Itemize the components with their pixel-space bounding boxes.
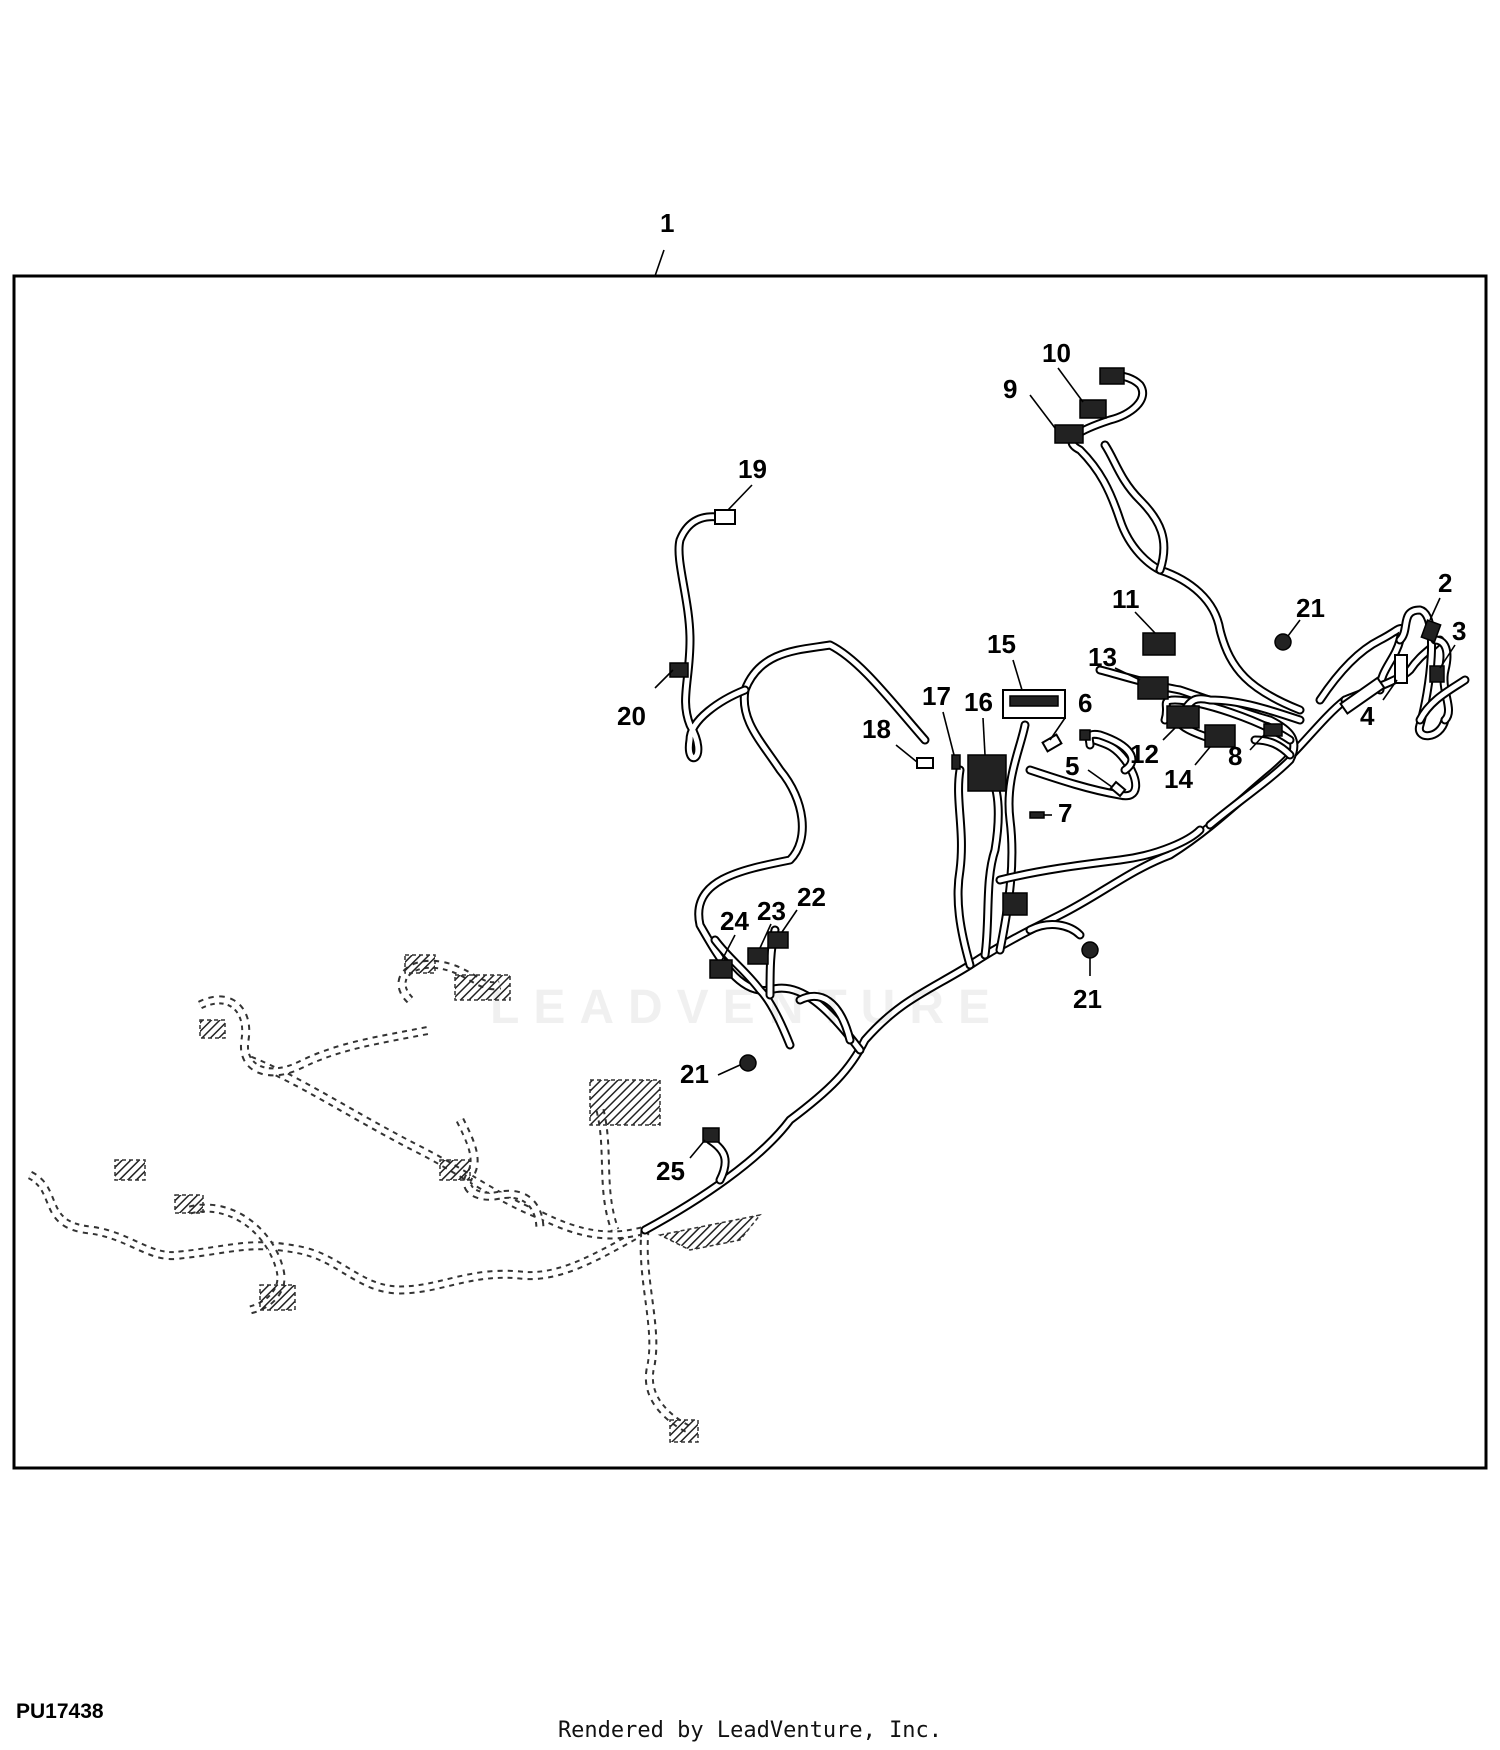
- callout-19: 19: [738, 454, 767, 484]
- connector-19-icon: [714, 509, 736, 525]
- clip-center-icon: [1002, 892, 1028, 916]
- fastener-21-right-icon: [1081, 941, 1099, 959]
- connector-11-icon: [1142, 632, 1176, 656]
- leader-lines: [654, 249, 1456, 1159]
- connector-25-icon: [702, 1127, 720, 1143]
- callout-13: 13: [1088, 642, 1117, 672]
- callout-25: 25: [656, 1156, 685, 1186]
- callout-5: 5: [1065, 751, 1079, 781]
- callout-2: 2: [1438, 568, 1452, 598]
- connector-7-icon: [1029, 811, 1045, 819]
- callout-6: 6: [1078, 688, 1092, 718]
- connector-3-icon: [1429, 665, 1445, 683]
- connector-15-detail: [1009, 695, 1059, 707]
- connector-18-icon: [916, 757, 934, 769]
- callout-8: 8: [1228, 741, 1242, 771]
- callout-14: 14: [1164, 764, 1193, 794]
- render-credit: Rendered by LeadVenture, Inc.: [557, 1718, 943, 1743]
- connector-23-icon: [747, 947, 769, 965]
- connector-10b-icon: [1099, 367, 1125, 385]
- callout-24: 24: [720, 906, 749, 936]
- callout-7: 7: [1058, 798, 1072, 828]
- connector-2-icon: [1420, 619, 1442, 643]
- callout-21-top: 21: [1296, 593, 1325, 623]
- connector-6-icon: [1079, 729, 1091, 741]
- callout-11: 11: [1112, 584, 1140, 614]
- connector-16-icon: [967, 754, 1007, 792]
- callout-22: 22: [797, 882, 826, 912]
- phantom-harness: [27, 954, 762, 1443]
- connector-12-icon: [1166, 705, 1200, 729]
- watermark: LEADVENTURE: [490, 981, 1005, 1034]
- connector-8-icon: [1263, 723, 1283, 737]
- connector-17-icon: [951, 754, 961, 770]
- callout-21-right: 21: [1073, 984, 1102, 1014]
- callout-18: 18: [862, 714, 891, 744]
- fastener-21-left-icon: [739, 1054, 757, 1072]
- callout-15: 15: [987, 629, 1016, 659]
- connector-24-icon: [709, 959, 733, 979]
- connector-9-icon: [1054, 424, 1084, 444]
- assembly-frame: [12, 274, 1488, 1470]
- callout-4: 4: [1360, 701, 1375, 731]
- callout-1: 1: [660, 208, 674, 238]
- fastener-21-top-icon: [1274, 633, 1292, 651]
- connector-14-icon: [1204, 724, 1236, 748]
- callout-21-left: 21: [680, 1059, 709, 1089]
- callout-9: 9: [1003, 374, 1017, 404]
- connector-20-icon: [669, 662, 689, 678]
- connector-6b-icon: [1041, 733, 1063, 753]
- connector-22-icon: [767, 931, 789, 949]
- connector-13-icon: [1137, 676, 1169, 700]
- callout-3: 3: [1452, 616, 1466, 646]
- callout-17: 17: [922, 681, 951, 711]
- callout-10: 10: [1042, 338, 1071, 368]
- connector-5-icon: [1109, 780, 1127, 798]
- callout-16: 16: [964, 687, 993, 717]
- callout-20: 20: [617, 701, 646, 731]
- callout-12: 12: [1130, 739, 1159, 769]
- callout-23: 23: [757, 896, 786, 926]
- connector-10-icon: [1079, 399, 1107, 419]
- main-harness: [640, 370, 1470, 1235]
- callout-labels: 1 2 3 4 5 6 7 8 9 10 11 12 13 14 15 16 1…: [617, 208, 1466, 1186]
- figure-code: PU17438: [16, 1700, 104, 1723]
